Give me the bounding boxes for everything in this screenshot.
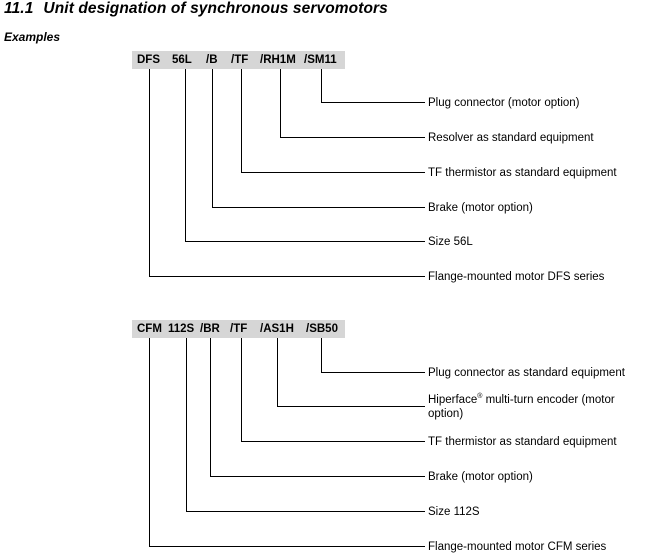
- code-tf: /TF: [230, 323, 248, 335]
- leader-horizontal: [185, 241, 425, 242]
- leader-horizontal: [321, 102, 425, 103]
- leader-vertical: [149, 338, 150, 546]
- leader-horizontal: [241, 172, 425, 173]
- description-brake: Brake (motor option): [428, 471, 533, 483]
- description-tf-thermistor: TF thermistor as standard equipment: [428, 167, 617, 179]
- code-bar: [132, 320, 345, 338]
- description-flange-motor: Flange-mounted motor DFS series: [428, 271, 605, 283]
- section-number: 11.1: [4, 0, 34, 17]
- description-plug-connector: Plug connector (motor option): [428, 97, 580, 109]
- description-hiperface-encoder: Hiperface® multi-turn encoder (motor opt…: [428, 393, 643, 421]
- code-bar: [132, 51, 345, 69]
- leader-vertical: [210, 338, 211, 476]
- code-dfs: DFS: [137, 54, 160, 66]
- leader-horizontal: [277, 406, 425, 407]
- leader-vertical: [321, 338, 322, 372]
- leader-horizontal: [280, 137, 425, 138]
- code-as1h: /AS1H: [260, 323, 294, 335]
- leader-vertical: [280, 69, 281, 137]
- description-resolver: Resolver as standard equipment: [428, 132, 594, 144]
- leader-horizontal: [149, 276, 425, 277]
- description-size: Size 56L: [428, 236, 473, 248]
- code-sm11: /SM11: [304, 54, 337, 66]
- description-size: Size 112S: [428, 506, 480, 518]
- examples-subheading: Examples: [4, 30, 61, 44]
- code-sb50: /SB50: [306, 323, 338, 335]
- code-cfm: CFM: [137, 323, 162, 335]
- code-112s: 112S: [168, 323, 195, 335]
- leader-vertical: [186, 338, 187, 511]
- code-br: /BR: [200, 323, 220, 335]
- leader-vertical: [277, 338, 278, 406]
- code-b: /B: [206, 54, 218, 66]
- leader-horizontal: [212, 207, 425, 208]
- section-title: Unit designation of synchronous servomot…: [43, 0, 388, 17]
- leader-vertical: [321, 69, 322, 102]
- description-flange-motor: Flange-mounted motor CFM series: [428, 541, 607, 553]
- hiperface-rest: multi-turn encoder (motor option): [428, 394, 615, 420]
- leader-vertical: [241, 69, 242, 172]
- leader-vertical: [212, 69, 213, 207]
- code-tf: /TF: [231, 54, 249, 66]
- code-rh1m: /RH1M: [260, 54, 296, 66]
- leader-vertical: [185, 69, 186, 241]
- leader-horizontal: [321, 372, 425, 373]
- hiperface-brand: Hiperface: [428, 394, 478, 406]
- leader-horizontal: [149, 546, 425, 547]
- leader-horizontal: [241, 441, 425, 442]
- section-heading: 11.1 Unit designation of synchronous serv…: [4, 0, 388, 18]
- leader-horizontal: [186, 511, 425, 512]
- description-brake: Brake (motor option): [428, 202, 533, 214]
- leader-horizontal: [210, 476, 425, 477]
- leader-vertical: [241, 338, 242, 441]
- leader-vertical: [149, 69, 150, 276]
- registered-mark: ®: [477, 393, 483, 400]
- code-56l: 56L: [172, 54, 192, 66]
- description-tf-thermistor: TF thermistor as standard equipment: [428, 436, 617, 448]
- description-plug-connector: Plug connector as standard equipment: [428, 367, 625, 379]
